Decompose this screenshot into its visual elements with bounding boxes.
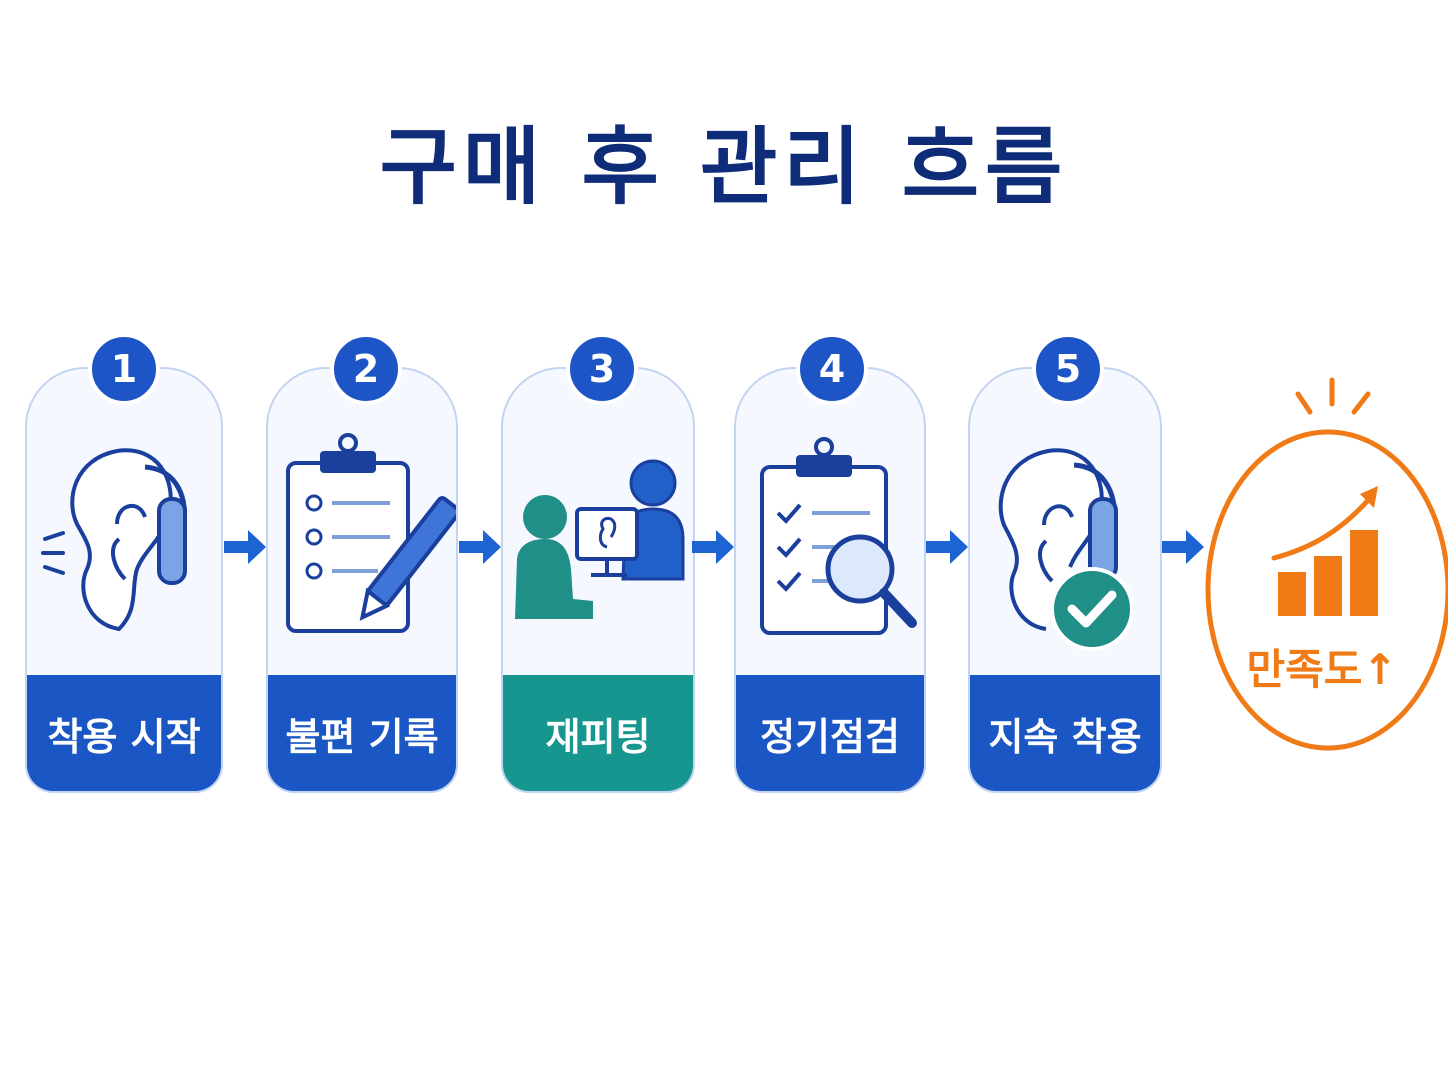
step-number-badge-5: 5 — [1032, 333, 1104, 405]
step-label-3: 재피팅 — [503, 675, 693, 791]
step-number-badge-3: 3 — [566, 333, 638, 405]
step-number-badge-4: 4 — [796, 333, 868, 405]
flow-arrow-4 — [926, 530, 968, 564]
step-number-badge-2: 2 — [330, 333, 402, 405]
flow-arrow-2 — [459, 530, 501, 564]
step-card-1: 착용 시작 — [25, 367, 223, 793]
clipboard-pencil-icon — [268, 429, 456, 659]
step-label-1: 착용 시작 — [27, 675, 221, 791]
result-label: 만족도↑ — [1246, 645, 1398, 694]
ear-checkmark-icon — [970, 429, 1160, 659]
page-title: 구매 후 관리 흐름 — [379, 118, 1069, 216]
rising-bar-chart-icon — [1271, 486, 1378, 616]
step-card-3: 재피팅 — [501, 367, 695, 793]
flow-arrow-1 — [224, 530, 266, 564]
flow-arrow-3 — [692, 530, 734, 564]
step-card-4: 정기점검 — [734, 367, 926, 793]
ear-hearing-aid-icon — [27, 429, 221, 659]
step-label-2: 불편 기록 — [268, 675, 456, 791]
step-number-badge-1: 1 — [88, 333, 160, 405]
step-label-5: 지속 착용 — [970, 675, 1160, 791]
step-card-5: 지속 착용 — [968, 367, 1162, 793]
step-card-2: 불편 기록 — [266, 367, 458, 793]
flow-arrow-5 — [1162, 530, 1204, 564]
fitting-consultation-icon — [503, 429, 693, 659]
result-satisfaction-circle — [1205, 377, 1448, 751]
checklist-magnifier-icon — [736, 429, 924, 659]
step-label-4: 정기점검 — [736, 675, 924, 791]
